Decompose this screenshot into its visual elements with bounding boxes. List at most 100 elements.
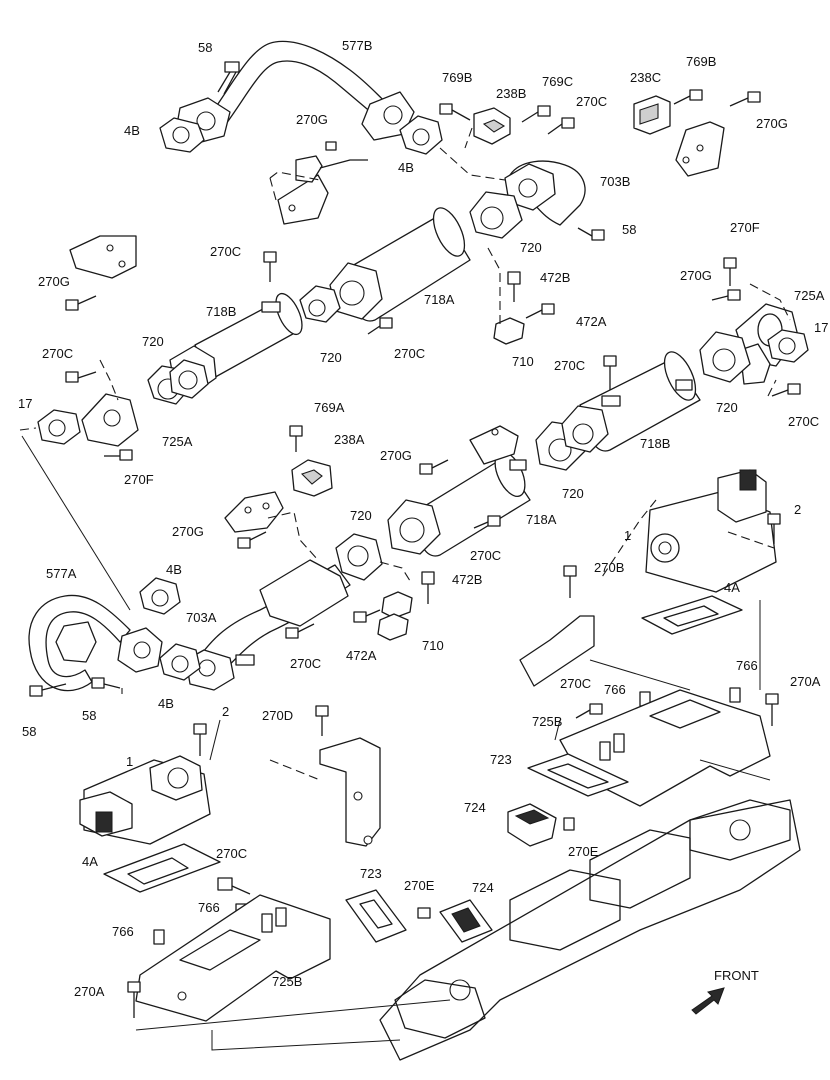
label-766: 766 xyxy=(112,924,134,939)
gasket-4a-right xyxy=(641,595,743,635)
bolt-270g-left xyxy=(65,295,97,311)
sensor-472b-lower xyxy=(421,571,435,604)
bolt-270g-lower xyxy=(419,459,449,475)
label-725a: 725A xyxy=(794,288,825,303)
bolt-58-left-b xyxy=(91,677,121,689)
bolt-270c-left xyxy=(65,371,97,383)
bolt-270g-mid xyxy=(237,531,267,549)
elbow-703a xyxy=(185,559,351,691)
label-270e: 270E xyxy=(568,844,599,859)
label-270g: 270G xyxy=(680,268,712,283)
label-4a: 4A xyxy=(82,854,98,869)
bolt-769c xyxy=(521,105,551,123)
gasket-720-right-a xyxy=(699,331,751,383)
label-723: 723 xyxy=(490,752,512,767)
label-710: 710 xyxy=(422,638,444,653)
bracket-270g-mid xyxy=(224,491,284,533)
bolt-270a-right xyxy=(765,693,779,726)
gasket-723-left xyxy=(345,889,407,943)
label-1: 1 xyxy=(126,754,133,769)
label-723: 723 xyxy=(360,866,382,881)
dowel-766-b xyxy=(729,687,741,703)
label-270d: 270D xyxy=(262,708,293,723)
egr-valve-1-left xyxy=(79,755,211,845)
label-270f: 270F xyxy=(730,220,760,235)
bracket-238c xyxy=(633,95,671,135)
dowel-766-d xyxy=(153,929,165,945)
label-720: 720 xyxy=(562,486,584,501)
label-725b: 725B xyxy=(532,714,562,729)
gasket-17-right xyxy=(767,329,809,363)
bolt-270e-left xyxy=(417,907,431,919)
label-769c: 769C xyxy=(542,74,573,89)
label-58: 58 xyxy=(198,40,212,55)
label-4b: 4B xyxy=(398,160,414,175)
gasket-4b-top-mid xyxy=(399,115,443,155)
label-472b: 472B xyxy=(540,270,570,285)
bolt-58-left-a xyxy=(29,683,67,697)
bolt-270g-right2 xyxy=(711,289,741,301)
bolt-2-left xyxy=(193,723,207,756)
reed-724-left xyxy=(439,899,493,943)
label-472a: 472A xyxy=(346,648,377,663)
sensor-472b-top xyxy=(507,271,521,302)
egr-pipe-577a xyxy=(28,594,163,692)
label-718b: 718B xyxy=(640,436,670,451)
egr-valve-1-right xyxy=(645,469,777,593)
label-270g: 270G xyxy=(38,274,70,289)
gasket-4b-left-a xyxy=(139,577,181,615)
bolt-270c-725b xyxy=(575,703,603,719)
bolt-270c-mid xyxy=(263,251,277,282)
bolt-270g-right xyxy=(729,91,761,107)
label-703b: 703B xyxy=(600,174,630,189)
bolt-769b-right xyxy=(673,89,703,105)
label-720: 720 xyxy=(142,334,164,349)
label-270c: 270C xyxy=(576,94,607,109)
label-472b: 472B xyxy=(452,572,482,587)
label-17: 17 xyxy=(18,396,32,411)
bolt-270c-lower xyxy=(473,515,501,529)
clamp-710-lower xyxy=(377,591,413,641)
gasket-17-left xyxy=(37,409,81,445)
manifold-assembly xyxy=(379,799,801,1061)
label-270c: 270C xyxy=(42,346,73,361)
bolt-270c-top xyxy=(547,117,575,135)
bolt-270c-right xyxy=(771,383,801,397)
bolt-270c-lower-left xyxy=(217,877,251,895)
label-718b: 718B xyxy=(206,304,236,319)
plate-725b-left xyxy=(135,894,331,1022)
bolt-472a-top xyxy=(525,303,555,319)
label-270c: 270C xyxy=(290,656,321,671)
bolt-270c-mid2 xyxy=(367,317,393,335)
label-724: 724 xyxy=(464,800,486,815)
clamp-710-top xyxy=(493,317,525,345)
label-4a: 4A xyxy=(724,580,740,595)
label-238c: 238C xyxy=(630,70,661,85)
gasket-720-top xyxy=(469,191,523,239)
gasket-4b-left-b xyxy=(159,643,201,681)
gasket-4a-left xyxy=(103,843,221,893)
label-270b: 270B xyxy=(594,560,624,575)
bolt-270d xyxy=(315,705,329,736)
cooler-718b-right xyxy=(579,351,701,452)
bolt-769a xyxy=(289,425,303,452)
label-718a: 718A xyxy=(526,512,557,527)
bolt-270b xyxy=(563,565,577,598)
label-238b: 238B xyxy=(496,86,526,101)
gasket-723-right xyxy=(527,753,629,797)
label-769b: 769B xyxy=(442,70,472,85)
label-766: 766 xyxy=(736,658,758,673)
label-769a: 769A xyxy=(314,400,345,415)
label-2: 2 xyxy=(794,502,801,517)
bracket-right-mid xyxy=(519,615,595,687)
gasket-720-right-b xyxy=(535,405,609,471)
reed-724-right xyxy=(507,803,557,847)
label-270c: 270C xyxy=(554,358,585,373)
bracket-left-mid xyxy=(69,235,137,279)
bracket-top-right xyxy=(675,121,725,177)
label-58: 58 xyxy=(22,724,36,739)
label-270c: 270C xyxy=(470,548,501,563)
label-58: 58 xyxy=(622,222,636,237)
part-labels: 58 577B 4B 4B 270G 769B 238B 769C 270C 2… xyxy=(18,38,828,999)
